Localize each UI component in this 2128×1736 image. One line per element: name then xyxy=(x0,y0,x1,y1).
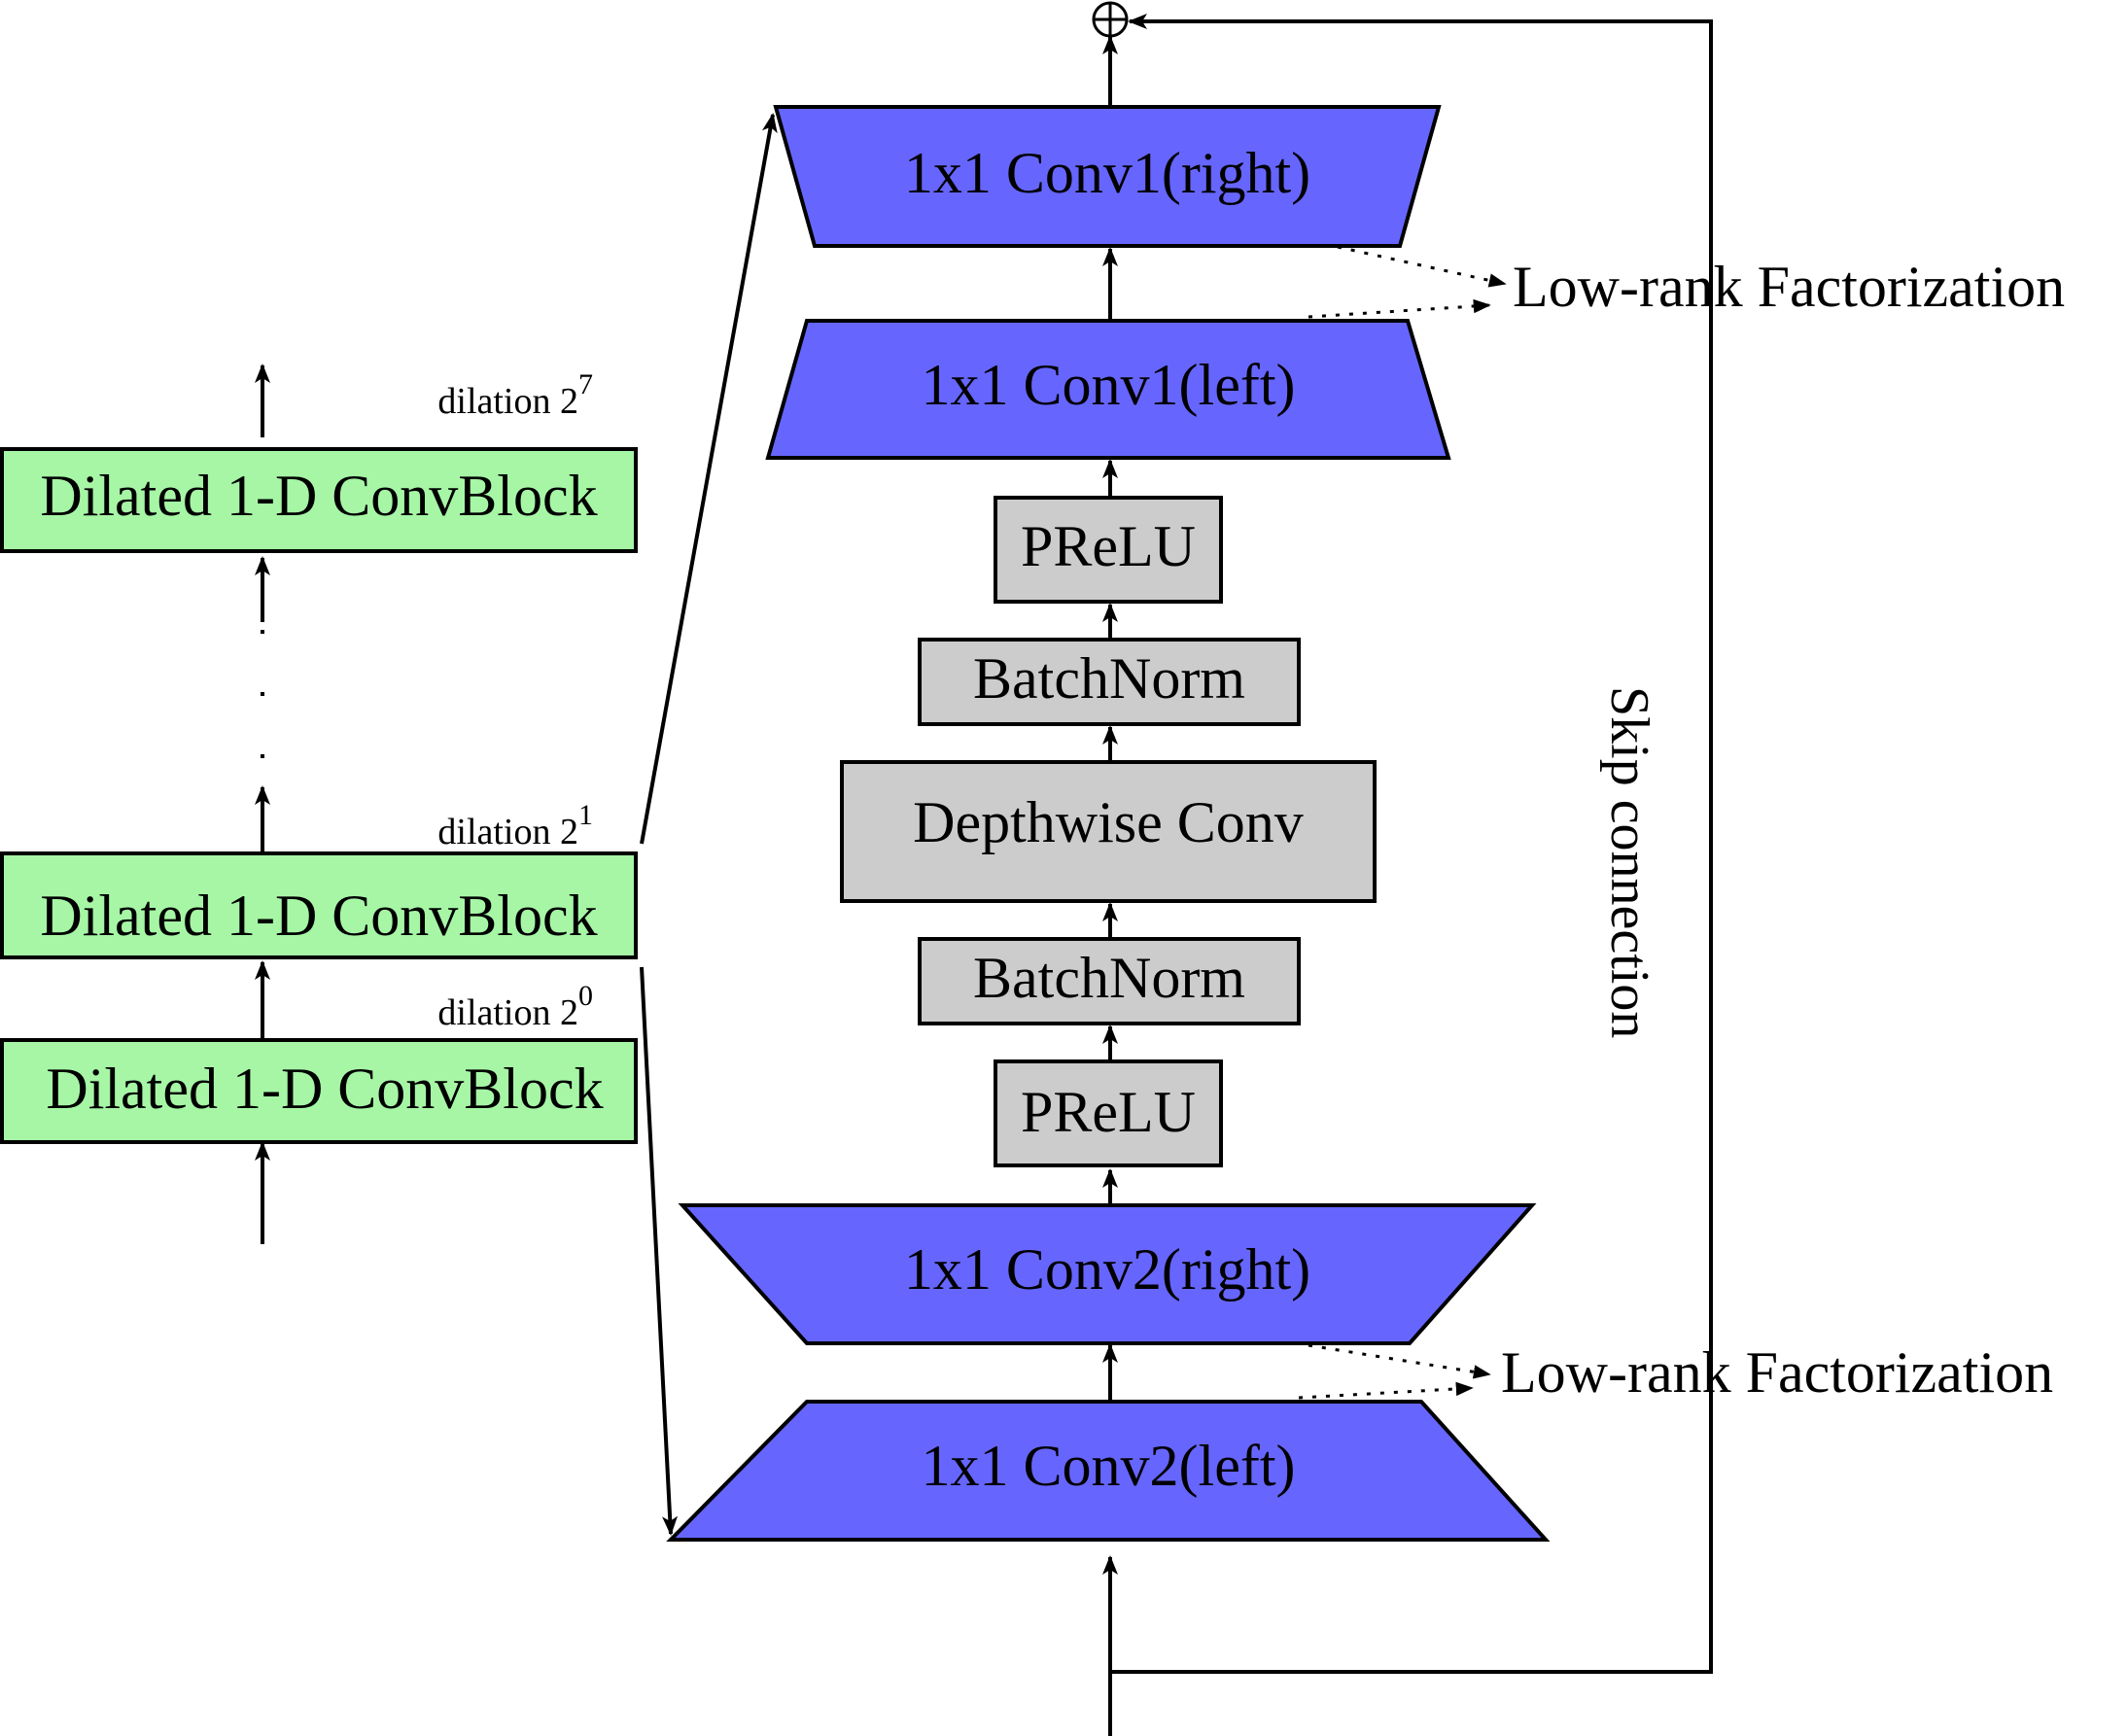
skip-connection-path xyxy=(1110,14,1713,1674)
lowrank-bottom-label: Low-rank Factorization xyxy=(1501,1340,2053,1405)
dilation-label-1: dilation 21 xyxy=(437,799,593,852)
dilated-block-7-label: Dilated 1-D ConvBlock xyxy=(40,464,597,528)
lowrank-bottom-annotation: Low-rank Factorization xyxy=(1298,1340,2053,1405)
depthwise-conv-label: Depthwise Conv xyxy=(913,790,1304,854)
batchnorm-bottom-block: BatchNorm xyxy=(918,937,1301,1025)
left-stack: Dilated 1-D ConvBlock dilation 27 Dilate… xyxy=(0,364,638,1244)
dilation-label-7: dilation 27 xyxy=(437,368,593,422)
lowrank-top-annotation: Low-rank Factorization xyxy=(1308,245,2065,319)
prelu-bottom-label: PReLU xyxy=(1021,1080,1196,1144)
skip-connection-label: Skip connection xyxy=(1599,686,1659,1038)
sum-node xyxy=(1092,1,1129,38)
conv1-left-block: 1x1 Conv1(left) xyxy=(765,319,1451,460)
prelu-top-block: PReLU xyxy=(994,496,1223,604)
expand-line-top xyxy=(640,113,778,845)
conv1-right-block: 1x1 Conv1(right) xyxy=(773,105,1442,248)
conv2-right-label: 1x1 Conv2(right) xyxy=(904,1237,1310,1302)
lowrank-bottom-pointer-lower xyxy=(1298,1381,1474,1400)
dilation-label-0: dilation 20 xyxy=(437,980,593,1033)
lowrank-top-pointer-lower xyxy=(1308,298,1491,319)
depthwise-conv-block: Depthwise Conv xyxy=(840,760,1377,903)
conv2-right-block: 1x1 Conv2(right) xyxy=(678,1203,1537,1345)
conv1-right-label: 1x1 Conv1(right) xyxy=(904,141,1310,205)
lowrank-bottom-pointer-upper xyxy=(1308,1343,1491,1379)
batchnorm-top-block: BatchNorm xyxy=(918,638,1301,726)
lowrank-top-pointer-upper xyxy=(1337,245,1507,288)
expand-line-bottom xyxy=(640,966,679,1536)
conv1-left-label: 1x1 Conv1(left) xyxy=(922,353,1296,417)
dilated-block-0-label: Dilated 1-D ConvBlock xyxy=(46,1057,603,1121)
dilated-block-1: Dilated 1-D ConvBlock xyxy=(0,851,638,959)
conv-block: 1x1 Conv1(right) 1x1 Conv1(left) PReLU B… xyxy=(666,1,1551,1736)
skip-connection: Skip connection xyxy=(1110,14,1713,1674)
lowrank-top-label: Low-rank Factorization xyxy=(1513,255,2065,319)
prelu-bottom-block: PReLU xyxy=(994,1059,1223,1167)
dilated-block-0: Dilated 1-D ConvBlock xyxy=(0,1038,638,1144)
conv2-left-block: 1x1 Conv2(left) xyxy=(666,1400,1551,1542)
batchnorm-bottom-label: BatchNorm xyxy=(973,946,1245,1010)
dilated-block-7: Dilated 1-D ConvBlock xyxy=(0,447,638,553)
conv2-left-label: 1x1 Conv2(left) xyxy=(922,1434,1296,1498)
dilated-block-1-label: Dilated 1-D ConvBlock xyxy=(40,884,597,948)
batchnorm-top-label: BatchNorm xyxy=(973,646,1245,711)
prelu-top-label: PReLU xyxy=(1021,514,1196,578)
